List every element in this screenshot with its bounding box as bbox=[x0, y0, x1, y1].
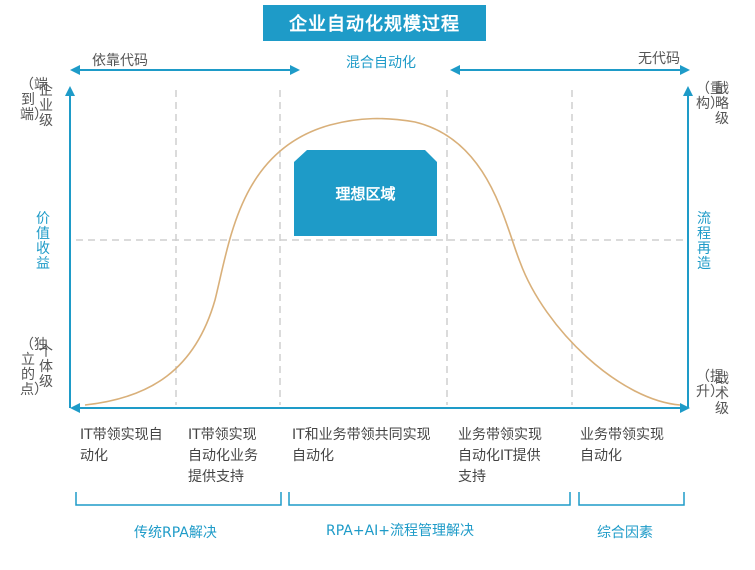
adoption-curve bbox=[84, 117, 681, 406]
left-middle-label: 价值收益 bbox=[36, 211, 50, 272]
left-bottom-sub: （独立的点） bbox=[20, 337, 48, 398]
right-top-sub: （重构） bbox=[696, 81, 724, 112]
group-rpa-ai-process: RPA+AI+流程管理解决 bbox=[326, 523, 475, 539]
ideal-zone-label: 理想区域 bbox=[335, 184, 396, 203]
group-traditional-rpa: 传统RPA解决 bbox=[134, 525, 217, 541]
right-top-main: 战略级 bbox=[715, 81, 729, 127]
left-bottom-main: 个体级 bbox=[39, 344, 53, 390]
top-label-hybrid: 混合自动化 bbox=[346, 55, 416, 71]
left-top-main: 企业级 bbox=[39, 83, 53, 129]
stage-5-text: 业务带领实现自动化 bbox=[580, 427, 664, 464]
group-combined-factors: 综合因素 bbox=[597, 525, 653, 541]
bracket-traditional bbox=[75, 492, 282, 506]
ideal-zone-shape bbox=[294, 150, 437, 236]
top-label-no-code: 无代码 bbox=[638, 51, 680, 67]
stage-2-text: IT带领实现自动化业务提供支持 bbox=[188, 427, 258, 485]
stage-1-text: IT带领实现自动化 bbox=[80, 427, 163, 464]
right-middle-label: 流程再造 bbox=[697, 211, 711, 272]
diagram-title: 企业自动化规模过程 bbox=[263, 5, 486, 41]
right-bottom-sub: （提升） bbox=[696, 369, 724, 400]
bracket-rpa-ai bbox=[288, 492, 571, 506]
bracket-combined bbox=[578, 492, 685, 506]
left-top-sub: （端到端） bbox=[20, 77, 48, 123]
stage-3-text: IT和业务带领共同实现自动化 bbox=[292, 427, 431, 464]
right-bottom-main: 战术级 bbox=[715, 371, 729, 417]
stage-4-text: 业务带领实现自动化IT提供支持 bbox=[458, 427, 542, 485]
